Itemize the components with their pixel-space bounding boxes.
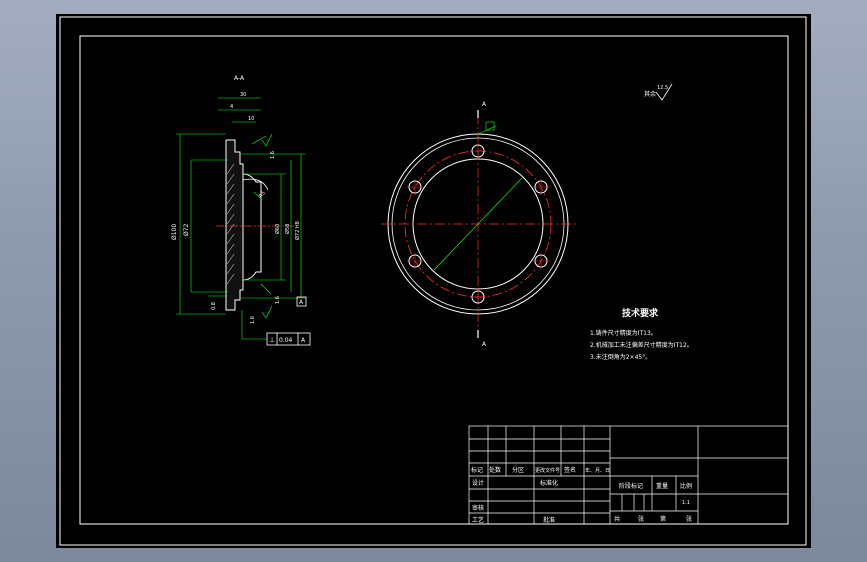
tb-label-change: 更改文件号 (535, 467, 560, 474)
tb-scale-value: 1:1 (682, 500, 690, 506)
diameter-leader (433, 177, 523, 271)
tech-title: 技术要求 (622, 307, 659, 319)
tb-scale: 比例 (680, 482, 692, 490)
tolerance-value: 0.04 (279, 337, 293, 344)
section-dimension-lines (176, 97, 306, 315)
title-block-text: 标记 处数 分区 更改文件号 签名 年、月、日 设计 标准化 审核 工艺 批准 … (471, 466, 692, 524)
section-label: A-A (234, 75, 245, 82)
dim-right-dia: Ø72 H8 (294, 221, 301, 240)
tb-approve: 批准 (543, 516, 555, 524)
tolerance-datum: A (301, 337, 306, 344)
tolerance-symbol: ⊥ (269, 336, 275, 344)
front-view: A A (381, 101, 576, 348)
inner-frame (79, 35, 789, 525)
dim-mid-dia: Ø72 (183, 223, 190, 236)
tb-sheet-total: 共 (614, 515, 620, 523)
dim-bore-dia: Ø58 (284, 224, 291, 234)
dim-lower: 1.6 (275, 296, 281, 304)
view-mark-top: A (482, 101, 487, 108)
drawing-canvas: A-A (56, 14, 811, 548)
flange-section (225, 139, 244, 311)
tb-label-mark: 标记 (471, 466, 483, 474)
tb-standardize: 标准化 (540, 479, 558, 487)
tb-review: 审核 (472, 504, 484, 512)
tech-item-3: 3.未注倒角为2×45°。 (590, 353, 651, 361)
dim-outer-dia: Ø100 (171, 224, 178, 240)
tb-sheet-unit: 张 (638, 515, 644, 523)
title-block (468, 425, 789, 525)
datum-box-label: A (299, 299, 304, 306)
dim-radius: R5 (258, 190, 267, 199)
cad-drawing: A-A (59, 16, 807, 546)
fillet-curve (242, 178, 269, 191)
dim-bottom-small: 1.6 (250, 316, 256, 324)
tb-label-sign: 签名 (564, 466, 576, 474)
surface-finish-note: 其余 12.5 (644, 83, 673, 101)
roughness-marks (261, 133, 273, 319)
tb-label-date: 年、月、日 (585, 467, 610, 474)
dim-top-small: 10 (248, 116, 254, 122)
finish-value: 12.5 (657, 85, 668, 91)
tb-weight: 重量 (656, 482, 668, 490)
tolerance-frame (241, 310, 311, 346)
tb-sheet-no: 第 (660, 515, 666, 523)
hatch-lines (226, 163, 235, 285)
tb-label-zone: 分区 (512, 466, 524, 474)
hole-callout-box (485, 121, 495, 131)
hole-centermarks (407, 143, 549, 305)
view-mark-bottom: A (482, 341, 487, 348)
tech-item-2: 2.机械加工未注偏差尺寸精度为IT12。 (590, 341, 693, 349)
tb-sheet-unit2: 张 (686, 515, 692, 523)
tech-requirements: 技术要求 1.铸件尺寸精度为IT13。 2.机械加工未注偏差尺寸精度为IT12。… (590, 307, 693, 361)
tb-design: 设计 (472, 479, 484, 487)
inner-profile (242, 173, 262, 281)
dim-top-width: 30 (240, 92, 246, 98)
finish-symbol (655, 83, 673, 101)
tech-item-1: 1.铸件尺寸精度为IT13。 (590, 329, 657, 337)
dim-top-inner: 4 (230, 104, 233, 110)
dim-left-small: 0.8 (211, 302, 217, 310)
tb-stage: 阶段标记 (619, 482, 643, 490)
datum-box (296, 296, 307, 307)
dim-inner-dia: Ø60 (274, 224, 281, 234)
section-view: A-A (171, 75, 311, 346)
tb-process: 工艺 (472, 516, 484, 524)
finish-note: 其余 (644, 90, 656, 98)
dim-chamfer: 1.6 (270, 151, 276, 159)
outer-frame (59, 16, 807, 546)
tb-label-count: 处数 (489, 466, 501, 474)
